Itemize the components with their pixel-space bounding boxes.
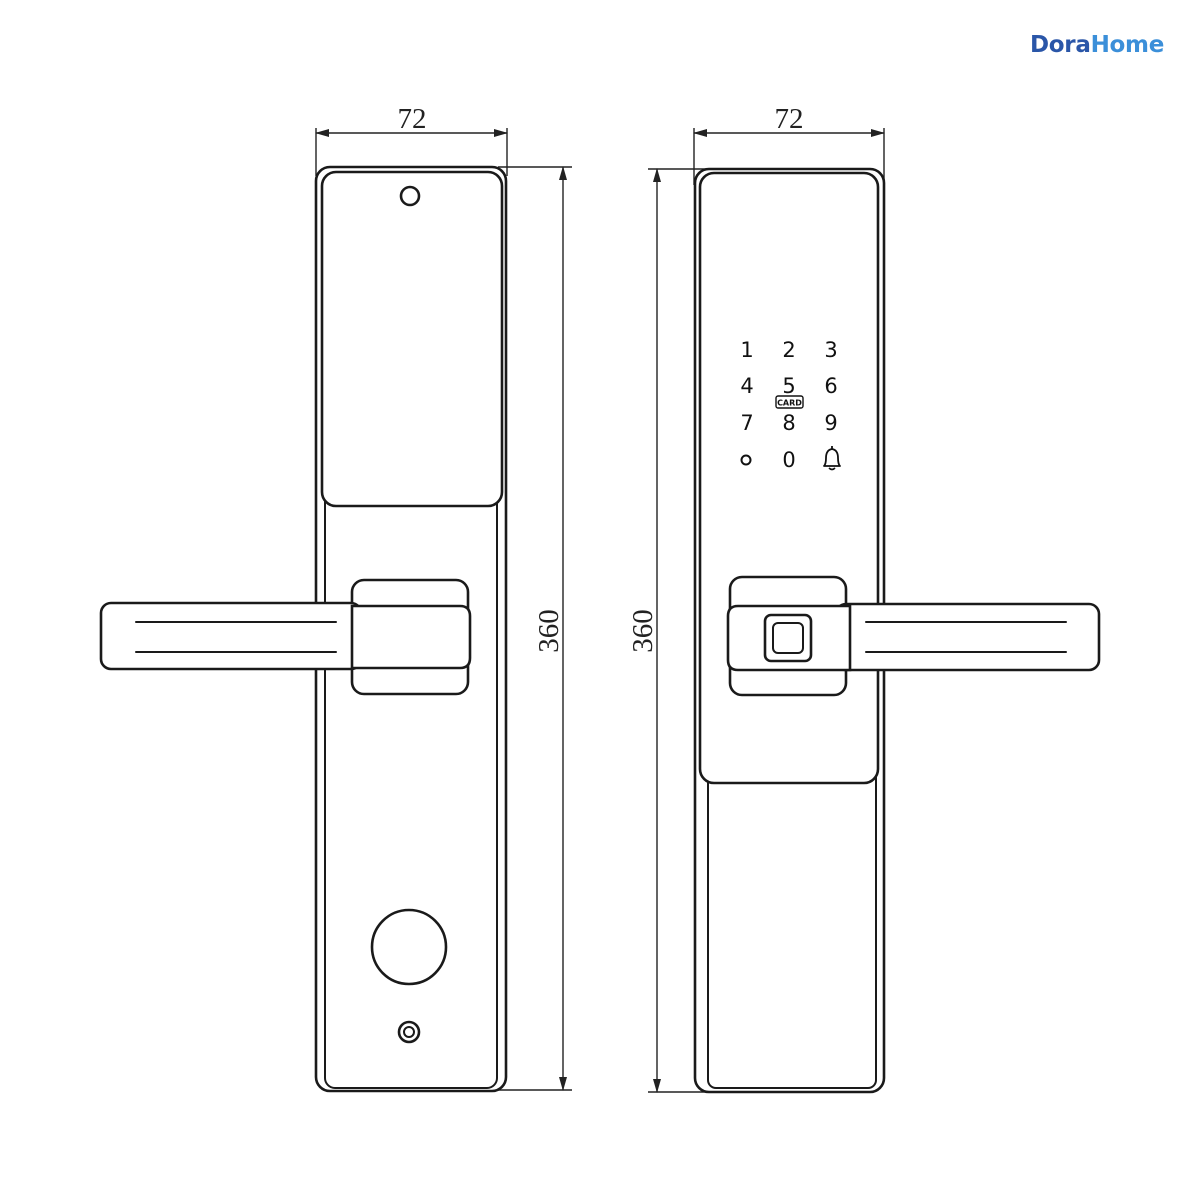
keypad-width-label: 72 <box>775 103 804 135</box>
keypad-width-dimension: 72 <box>693 103 885 185</box>
keypad-lever-handle <box>834 602 1101 672</box>
front-width-label: 72 <box>398 103 427 135</box>
brand-logo: DoraHome <box>1030 32 1164 58</box>
key-2[interactable]: 2 <box>782 338 795 362</box>
key-3[interactable]: 3 <box>824 338 837 362</box>
circle-indicator-icon[interactable] <box>740 454 752 466</box>
card-label: CARD <box>777 399 802 408</box>
key-5[interactable]: 5 <box>782 374 795 398</box>
key-7[interactable]: 7 <box>740 411 753 435</box>
front-screw-icon <box>397 1020 421 1044</box>
key-0[interactable]: 0 <box>782 448 795 472</box>
keypad-grid: 1 2 3 4 5 6 CARD 7 8 9 0 <box>740 338 841 472</box>
key-9[interactable]: 9 <box>824 411 837 435</box>
bell-icon[interactable] <box>823 446 841 471</box>
keypad-height-dimension: 360 <box>627 168 708 1093</box>
front-height-dimension: 360 <box>498 166 572 1091</box>
front-lever-handle <box>99 601 363 671</box>
front-handle-hub <box>350 604 472 670</box>
keypad-height-label: 360 <box>627 609 659 653</box>
front-height-label: 360 <box>533 609 565 653</box>
key-8[interactable]: 8 <box>782 411 795 435</box>
key-1[interactable]: 1 <box>740 338 753 362</box>
key-4[interactable]: 4 <box>740 374 753 398</box>
brand-name-part2: Home <box>1090 32 1165 58</box>
front-key-cover-icon <box>370 908 448 986</box>
front-view: 72 360 <box>99 103 572 1093</box>
card-reader-badge <box>775 395 804 409</box>
key-6[interactable]: 6 <box>824 374 837 398</box>
front-width-dimension: 72 <box>315 103 508 176</box>
keypad-view: 72 360 1 2 3 4 5 6 CARD 7 8 9 <box>627 103 1101 1094</box>
fingerprint-sensor-icon[interactable] <box>763 613 813 663</box>
front-camera-icon <box>399 185 421 207</box>
front-top-panel <box>320 170 504 508</box>
brand-name-part1: Dora <box>1030 32 1091 58</box>
